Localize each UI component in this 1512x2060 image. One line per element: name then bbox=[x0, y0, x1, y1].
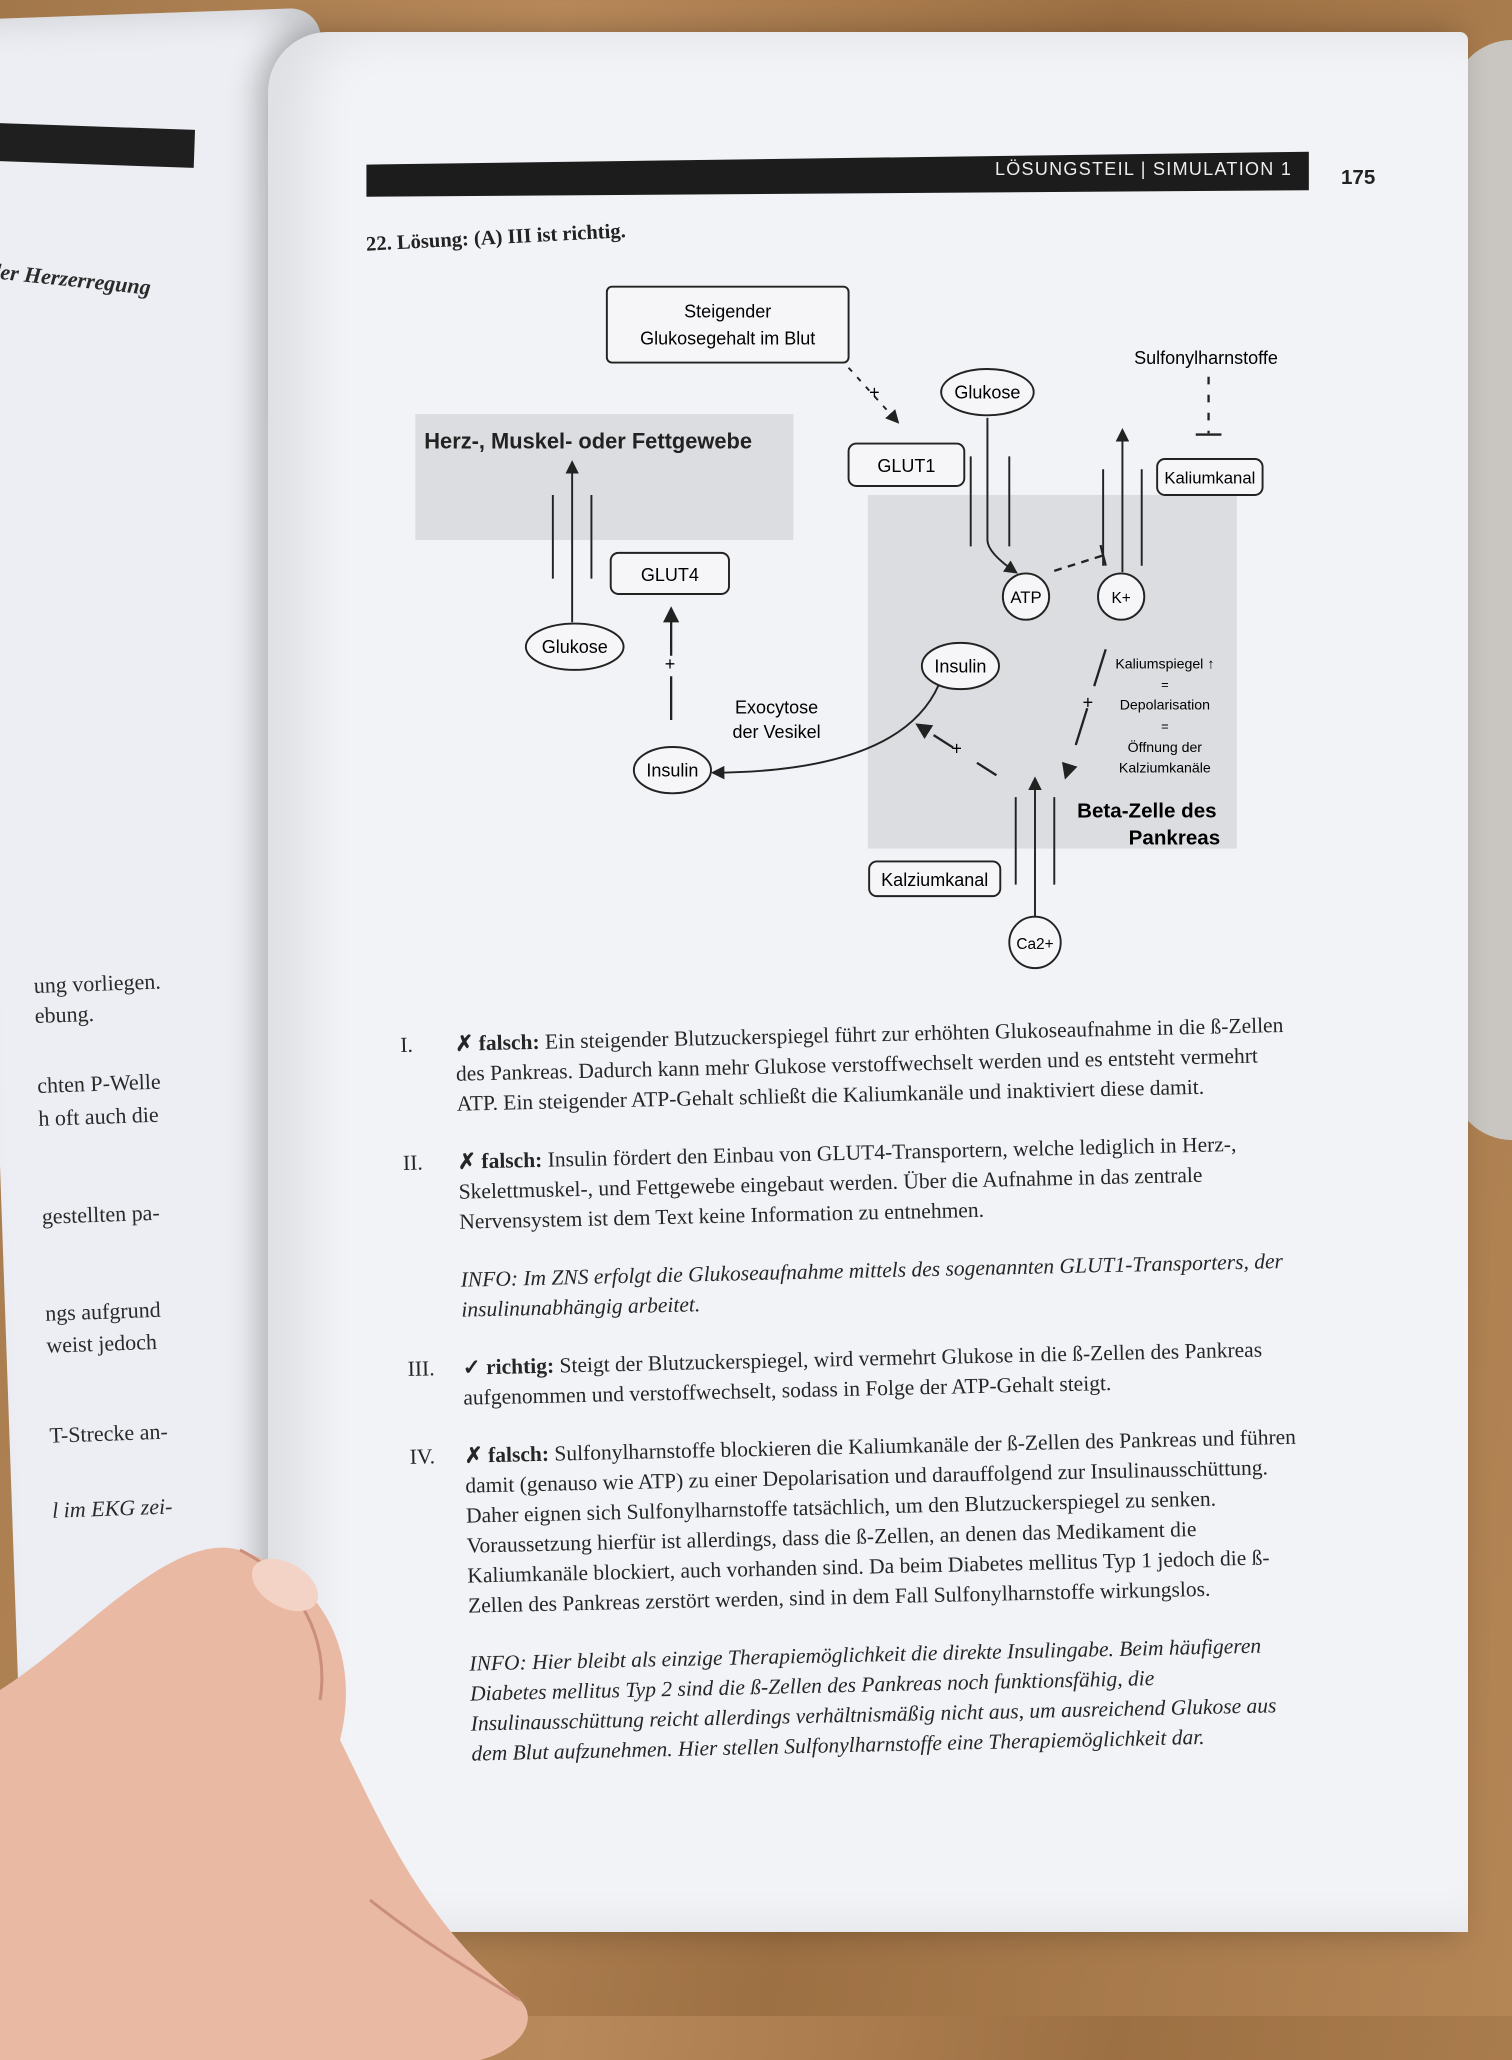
glukose-top-bubble bbox=[940, 368, 1035, 417]
oeffnung-line1: Öffnung der bbox=[1128, 738, 1203, 755]
item-verdict: ✗ falsch: bbox=[457, 1147, 543, 1174]
item-text: Steigt der Blutzuckerspiegel, wird verme… bbox=[463, 1337, 1263, 1410]
calcium-exocytose-arrow bbox=[915, 723, 998, 777]
answer-item: I. ✗ falsch: Ein steigender Blutzuckersp… bbox=[400, 1010, 1302, 1120]
diagram: LÖSUNGSTEIL | SIMULATION 1 175 22. Lösun… bbox=[366, 151, 1375, 970]
insulin-out-label: Insulin bbox=[646, 761, 698, 781]
kalziumkanal-box bbox=[868, 860, 1002, 898]
plus-sign: + bbox=[951, 739, 962, 759]
k-label: K+ bbox=[1112, 590, 1131, 607]
oeffnung-line2: Kalziumkanäle bbox=[1119, 760, 1211, 776]
answer-item: II. ✗ falsch: Insulin fördert den Einbau… bbox=[403, 1128, 1305, 1238]
answer-item: III. ✓ richtig: Steigt der Blutzuckerspi… bbox=[407, 1333, 1308, 1413]
stimulus-line1: Steigender bbox=[684, 302, 771, 322]
exocytose-line1: Exocytose bbox=[735, 698, 818, 718]
glukose-left-label: Glukose bbox=[542, 637, 608, 657]
kalziumkanal-label: Kalziumkanal bbox=[881, 870, 988, 890]
beta-cell-line1: Beta-Zelle des bbox=[1077, 800, 1216, 823]
page-number: 175 bbox=[1341, 166, 1375, 189]
item-text: Insulin fördert den Einbau von GLUT4-Tra… bbox=[458, 1132, 1237, 1234]
tissue-region bbox=[415, 414, 794, 540]
item-text: Sulfonylharnstoffe blockieren die Kalium… bbox=[465, 1424, 1297, 1618]
kaliumspiegel-label: Kaliumspiegel ↑ bbox=[1115, 656, 1214, 672]
plus-sign: + bbox=[665, 654, 676, 674]
stimulus-line2: Glukosegehalt im Blut bbox=[640, 329, 815, 349]
glukose-top-label: Glukose bbox=[954, 383, 1020, 403]
glut4-box bbox=[609, 551, 730, 595]
glut4-label: GLUT4 bbox=[641, 565, 699, 585]
item-verdict: ✓ richtig: bbox=[462, 1353, 555, 1380]
plus-sign: + bbox=[869, 383, 880, 403]
insulin-out-bubble bbox=[632, 746, 712, 795]
item-text: Ein steigender Blutzuckerspiegel führt z… bbox=[455, 1012, 1284, 1116]
exocytose-arrow bbox=[710, 684, 940, 780]
k-bubble bbox=[1097, 572, 1146, 621]
atp-inhibition-line bbox=[1053, 554, 1104, 572]
item-verdict: ✗ falsch: bbox=[455, 1029, 540, 1056]
plus-sign: + bbox=[1083, 692, 1094, 712]
kaliumkanal-box bbox=[1156, 458, 1264, 496]
glukose-left-bubble bbox=[524, 622, 625, 671]
insulin-cell-bubble bbox=[920, 641, 1000, 691]
right-page bbox=[268, 32, 1468, 1932]
tissue-label: Herz-, Muskel- oder Fettgewebe bbox=[424, 429, 752, 454]
item-number: III. bbox=[407, 1356, 435, 1381]
depolarisation-arrow bbox=[1062, 648, 1107, 780]
equals-sign: = bbox=[1161, 677, 1169, 692]
atp-label: ATP bbox=[1010, 588, 1041, 607]
glucose-uptake-arrow bbox=[986, 417, 1018, 574]
section-title: LÖSUNGSTEIL | SIMULATION 1 bbox=[995, 159, 1292, 179]
atp-bubble bbox=[1001, 572, 1051, 621]
calcium-label: Ca2+ bbox=[1016, 936, 1053, 953]
info-note: INFO: Im ZNS erfolgt die Glukoseaufnahme… bbox=[460, 1249, 1284, 1322]
calcium-bubble bbox=[1008, 915, 1062, 970]
insulin-cell-label: Insulin bbox=[934, 656, 986, 676]
hand bbox=[0, 1547, 528, 2060]
stimulus-box bbox=[605, 285, 850, 364]
question-title: 22. Lösung: (A) III ist richtig. bbox=[366, 220, 627, 256]
sulfonyl-label: Sulfonylharnstoffe bbox=[1134, 348, 1278, 368]
header-bar bbox=[366, 151, 1309, 197]
kaliumkanal-label: Kaliumkanal bbox=[1164, 468, 1255, 487]
depolarisation-label: Depolarisation bbox=[1120, 697, 1210, 713]
item-number: II. bbox=[402, 1150, 423, 1175]
glut1-label: GLUT1 bbox=[877, 456, 935, 476]
equals-sign: = bbox=[1161, 718, 1169, 733]
glut1-box bbox=[847, 442, 966, 487]
exocytose-line2: der Vesikel bbox=[733, 722, 821, 742]
beta-cell-line2: Pankreas bbox=[1129, 827, 1220, 850]
item-number: I. bbox=[400, 1032, 414, 1057]
